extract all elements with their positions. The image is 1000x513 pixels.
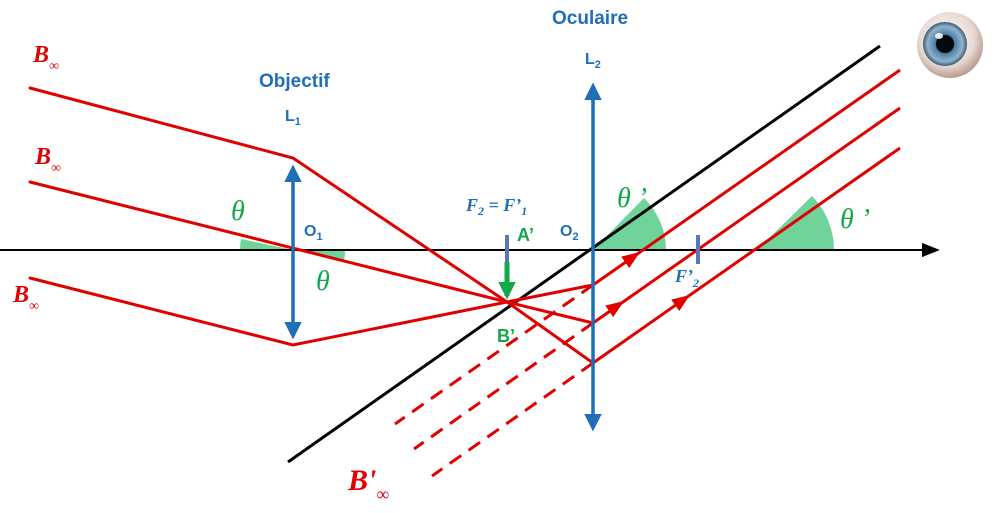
- eye-icon: [917, 12, 983, 78]
- lens-l2-label: L2: [585, 51, 601, 71]
- ray-arrow-2: [605, 301, 624, 318]
- theta-label-left: θ: [231, 196, 245, 227]
- ray-arrow-1: [621, 252, 640, 269]
- source-label-top: B∞: [32, 42, 59, 74]
- theta-prime-label-right: θ ’: [840, 204, 870, 235]
- incoming-rays: [28, 86, 595, 365]
- objectif-title: Objectif: [259, 71, 330, 92]
- emerging-rays: [592, 68, 901, 365]
- image-direction-line: [287, 44, 881, 464]
- center-o1-label: O1: [304, 223, 323, 243]
- image-point-a-label: A’: [517, 225, 534, 245]
- ray-arrow-3: [671, 295, 690, 312]
- image-point-b-label: B’: [497, 326, 515, 346]
- center-o2-label: O2: [560, 223, 579, 243]
- focal-f2-prime-label: F’2: [674, 266, 699, 290]
- theta-label-right: θ: [316, 266, 330, 297]
- focal-equation-label: F2 = F’1: [465, 195, 527, 218]
- virtual-rays: [394, 283, 594, 478]
- oculaire-title: Oculaire: [552, 8, 628, 29]
- theta-angle-left: [239, 239, 293, 250]
- theta-prime-label-o2: θ ’: [617, 183, 647, 214]
- image-infinity-label: B'∞: [347, 464, 389, 504]
- source-label-bottom: B∞: [12, 282, 39, 314]
- source-label-middle: B∞: [34, 144, 61, 176]
- lens-l1-label: L1: [285, 108, 301, 128]
- ray-arrowheads: [605, 252, 690, 318]
